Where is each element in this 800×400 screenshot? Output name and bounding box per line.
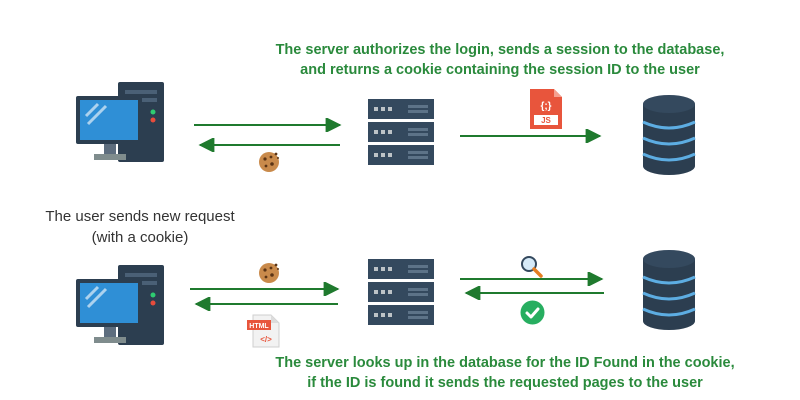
top-caption-line1: The server authorizes the login, sends a…	[275, 42, 725, 58]
top-caption-line2: and returns a cookie containing the sess…	[300, 62, 700, 78]
request-note-line1: The user sends new request	[45, 208, 235, 225]
cookie-icon	[259, 263, 279, 283]
search-icon	[521, 256, 543, 278]
server-icon	[368, 259, 434, 325]
database-icon	[642, 250, 696, 330]
request-arrow	[194, 118, 342, 132]
cookie-icon	[259, 152, 279, 172]
page-response-arrow	[194, 297, 338, 311]
response-arrow	[198, 138, 340, 152]
server-to-database-arrow	[460, 129, 602, 143]
database-icon	[642, 95, 696, 175]
js-file-symbol: {;}	[540, 101, 551, 112]
request-note: The user sends new request (with a cooki…	[10, 206, 270, 248]
lookup-arrow	[460, 272, 604, 286]
found-arrow	[464, 286, 604, 300]
bottom-caption: The server looks up in the database for …	[215, 353, 795, 393]
check-icon	[520, 300, 545, 325]
top-caption: The server authorizes the login, sends a…	[210, 40, 790, 80]
request-note-line2: (with a cookie)	[91, 229, 189, 246]
server-icon	[368, 99, 434, 165]
computer-icon	[76, 265, 164, 345]
html-file-symbol: </>	[260, 335, 272, 344]
html-file-icon: HTML </>	[247, 314, 280, 348]
js-file-label: JS	[541, 116, 551, 125]
request-with-cookie-arrow	[190, 282, 340, 296]
bottom-caption-line2: if the ID is found it sends the requeste…	[307, 375, 703, 391]
bottom-caption-line1: The server looks up in the database for …	[275, 355, 735, 371]
js-file-icon: {;} JS	[530, 89, 562, 129]
html-file-label: HTML	[249, 323, 269, 330]
computer-icon	[76, 82, 164, 162]
